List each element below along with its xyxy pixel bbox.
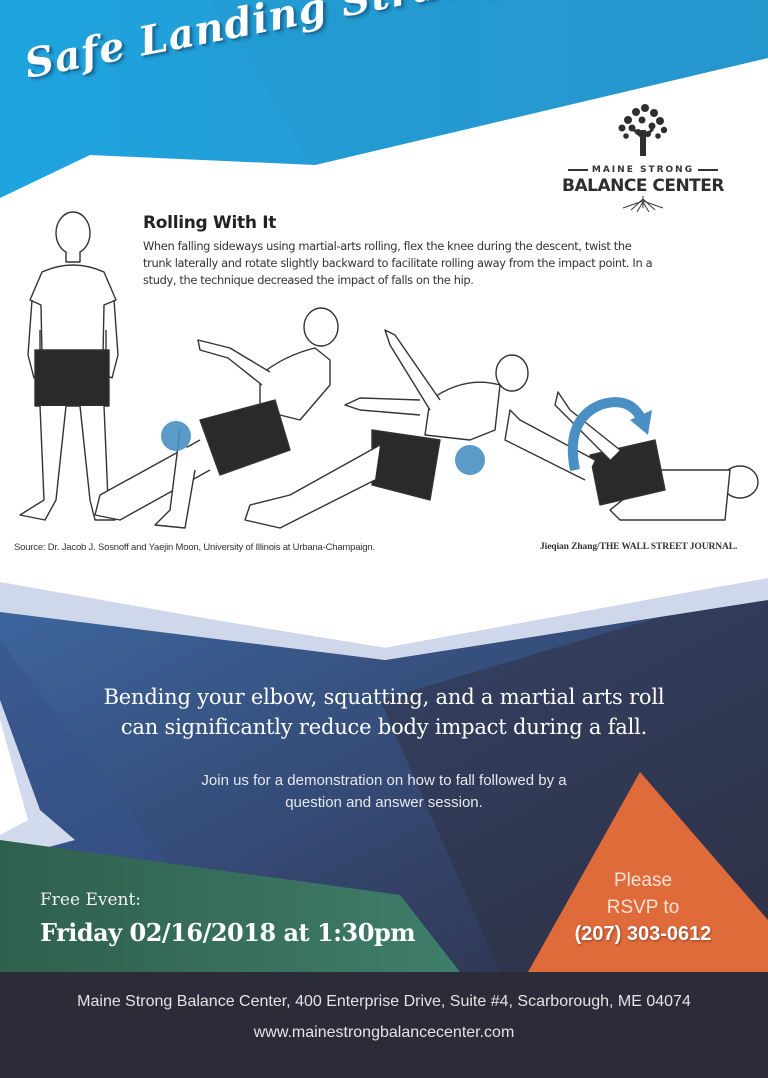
falling-sequence-illustration: [19, 211, 759, 529]
illustration-title: Rolling With It: [143, 213, 277, 233]
illustration-description: When falling sideways using martial-arts…: [143, 239, 653, 287]
rsvp-block: Please RSVP to (207) 303-0612: [548, 867, 738, 948]
logo: MAINE STRONG BALANCE CENTER: [560, 100, 726, 213]
description-line-2: question and answer session.: [285, 794, 483, 811]
sitting-down-figure: [94, 307, 339, 529]
roots-icon: [622, 196, 664, 213]
rsvp-triangle: [528, 772, 768, 972]
event-band: [0, 840, 460, 972]
event-description: Join us for a demonstration on how to fa…: [140, 770, 628, 814]
rolling-back-figure: [244, 329, 529, 529]
illustration-source: Source: Dr. Jacob J. Sosnoff and Yaejin …: [14, 542, 375, 553]
logo-bottom-line: BALANCE CENTER: [562, 176, 724, 196]
rotation-arrow-icon: [567, 397, 647, 471]
rolling-over-figure: [504, 391, 759, 521]
footer-address: Maine Strong Balance Center, 400 Enterpr…: [77, 993, 691, 1010]
event-date: Friday 02/16/2018 at 1:30pm: [40, 918, 416, 947]
headline: Bending your elbow, squatting, and a mar…: [0, 682, 768, 742]
illustration-credit: Jieqian Zhang/THE WALL STREET JOURNAL.: [540, 542, 738, 552]
footer-website-link[interactable]: www.mainestrongbalancecenter.com: [253, 1024, 515, 1041]
rsvp-line-2: RSVP to: [606, 897, 680, 918]
rsvp-line-1: Please: [613, 870, 673, 891]
footer-bar: [0, 972, 768, 1078]
rsvp-phone[interactable]: (207) 303-0612: [574, 923, 712, 945]
headline-line-2: can significantly reduce body impact dur…: [120, 715, 648, 739]
description-line-1: Join us for a demonstration on how to fa…: [201, 772, 567, 789]
standing-figure: [19, 211, 119, 521]
headline-line-1: Bending your elbow, squatting, and a mar…: [103, 685, 665, 709]
free-event-label: Free Event:: [40, 890, 142, 910]
logo-top-line: MAINE STRONG: [560, 165, 726, 175]
tree-icon: [618, 104, 668, 156]
